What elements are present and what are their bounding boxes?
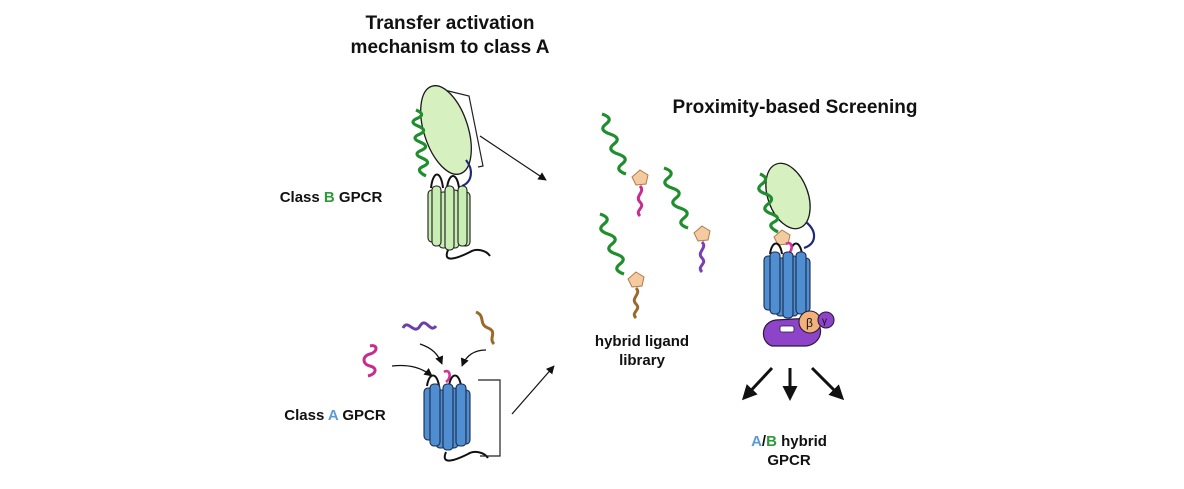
library-ligand-2 — [663, 166, 711, 274]
result-arrow-left — [741, 366, 774, 401]
bound-ligand — [443, 369, 451, 384]
hybrid-navy-linker — [803, 221, 816, 250]
arrow-pink-in — [391, 364, 433, 377]
result-label-line2: GPCR — [767, 452, 811, 469]
library-label: hybrid ligand library — [582, 332, 702, 370]
result-label-b: B — [766, 433, 777, 450]
class-b-label: Class B GPCR — [266, 188, 396, 208]
result-label-a: A — [751, 433, 762, 450]
result-label: A/B hybrid GPCR — [734, 432, 844, 470]
class-b-c-tail — [445, 248, 491, 260]
class-b-loops — [430, 173, 460, 189]
library-ligand-3 — [599, 212, 645, 320]
class-a-label-suffix: GPCR — [338, 407, 386, 424]
class-a-label-letter: A — [327, 407, 339, 424]
transfer-title: Transfer activation mechanism to class A — [340, 12, 560, 60]
class-a-label: Class A GPCR — [270, 406, 400, 426]
class-b-receptor — [411, 85, 491, 260]
transfer-title-line2: mechanism to class A — [350, 37, 550, 58]
hybrid-ligand-library — [599, 112, 711, 320]
g-gamma-subunit — [817, 311, 835, 329]
class-b-tm-bundle — [427, 185, 471, 251]
transfer-title-line1: Transfer activation — [365, 13, 535, 34]
library-label-line2: library — [619, 352, 665, 369]
class-b-bracket — [435, 87, 484, 168]
gamma-label: γ — [822, 316, 827, 327]
hybrid-peptide-helix — [757, 172, 780, 234]
class-b-label-letter: B — [323, 189, 335, 206]
g-protein: β γ — [762, 310, 835, 347]
hybrid-tm-bundle — [763, 251, 811, 319]
class-a-loops — [426, 374, 462, 387]
arrow-to-library-bottom — [511, 365, 555, 415]
result-label-slash: / — [761, 433, 767, 450]
hybrid-receptor-complex: β γ — [757, 162, 835, 347]
class-b-label-prefix: Class — [279, 189, 324, 206]
class-a-receptor — [362, 310, 501, 462]
result-label-hybrid: hybrid — [776, 433, 827, 450]
class-b-ecd — [420, 85, 472, 175]
result-arrow-right — [810, 366, 845, 401]
free-ligand-purple — [401, 321, 438, 331]
arrow-to-library-top — [479, 135, 547, 181]
free-ligand-brown — [475, 310, 496, 346]
class-b-peptide-helix — [411, 108, 430, 178]
result-label-line1: A/B hybrid — [734, 432, 844, 451]
free-ligand-pink — [362, 344, 378, 378]
library-label-line1: hybrid ligand — [594, 333, 690, 350]
class-a-label-prefix: Class — [284, 407, 328, 424]
beta-label: β — [806, 316, 813, 330]
class-a-c-tail — [443, 450, 489, 462]
hybrid-connector — [773, 229, 791, 246]
class-b-label-suffix: GPCR — [334, 189, 383, 206]
class-a-bracket — [478, 379, 501, 457]
class-b-navy-linker — [461, 159, 472, 188]
arrow-brown-in — [460, 349, 487, 367]
class-a-tm-bundle — [423, 383, 471, 451]
screening-title: Proximity-based Screening — [672, 97, 918, 118]
g-alpha-gdp — [779, 325, 795, 333]
library-ligand-1 — [601, 112, 649, 218]
arrow-purple-in — [419, 343, 444, 365]
